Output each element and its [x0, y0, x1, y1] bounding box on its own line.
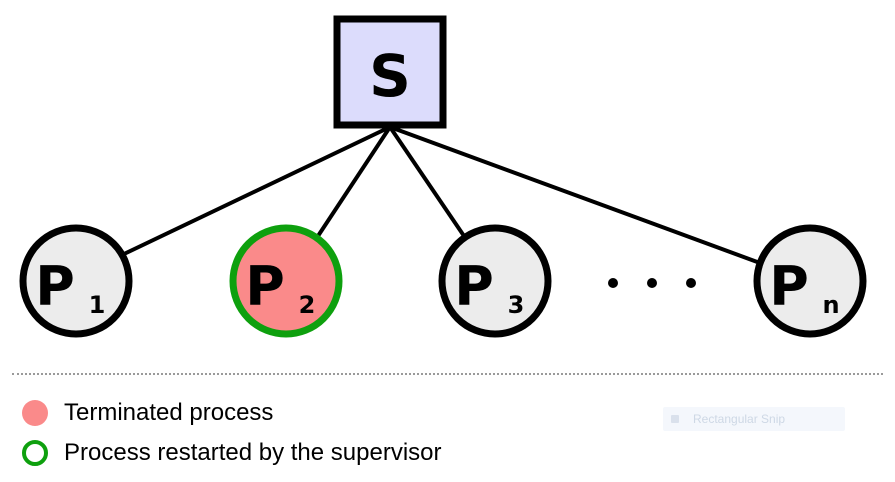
supervisor-label: S: [369, 42, 411, 110]
svg-text:P: P: [769, 255, 809, 318]
process-subscript: 1: [89, 291, 106, 319]
supervision-tree-diagram: S P 1 P 2 P 3: [19, 15, 867, 338]
process-subscript: n: [822, 291, 839, 319]
process-letter: P: [769, 255, 809, 318]
rectangular-snip-overlay[interactable]: Rectangular Snip: [663, 407, 845, 431]
svg-text:P: P: [35, 255, 75, 318]
svg-text:P: P: [454, 255, 494, 318]
process-subscript: 3: [508, 291, 525, 319]
process-node-p3: P 3: [438, 224, 552, 338]
edge-s-p1: [123, 125, 391, 256]
svg-text:3: 3: [508, 291, 525, 319]
process-node-p1: P 1: [19, 224, 133, 338]
legend-divider: [12, 373, 883, 375]
edge-s-p3: [388, 125, 466, 238]
legend: Terminated process Process restarted by …: [22, 395, 442, 475]
process-letter: P: [245, 255, 285, 318]
legend-item-restarted: Process restarted by the supervisor: [22, 435, 442, 471]
snip-icon: [671, 415, 679, 423]
legend-label-terminated: Terminated process: [64, 399, 274, 426]
edge-s-p2: [316, 125, 392, 238]
restarted-swatch-icon: [22, 440, 48, 466]
process-node-pn: P n: [753, 224, 867, 338]
supervisor-node: S: [333, 15, 447, 129]
edge-s-pn: [389, 125, 761, 265]
terminated-swatch-icon: [22, 400, 48, 426]
legend-label-restarted: Process restarted by the supervisor: [64, 439, 442, 466]
svg-text:1: 1: [89, 291, 106, 319]
svg-text:P: P: [245, 255, 285, 318]
process-subscript: 2: [299, 291, 316, 319]
svg-text:2: 2: [299, 291, 316, 319]
ellipsis-dots: [608, 278, 696, 288]
legend-item-terminated: Terminated process: [22, 395, 442, 431]
process-letter: P: [35, 255, 75, 318]
snip-label: Rectangular Snip: [693, 412, 786, 426]
svg-text:n: n: [822, 291, 839, 319]
process-letter: P: [454, 255, 494, 318]
process-node-p2: P 2: [229, 224, 343, 338]
